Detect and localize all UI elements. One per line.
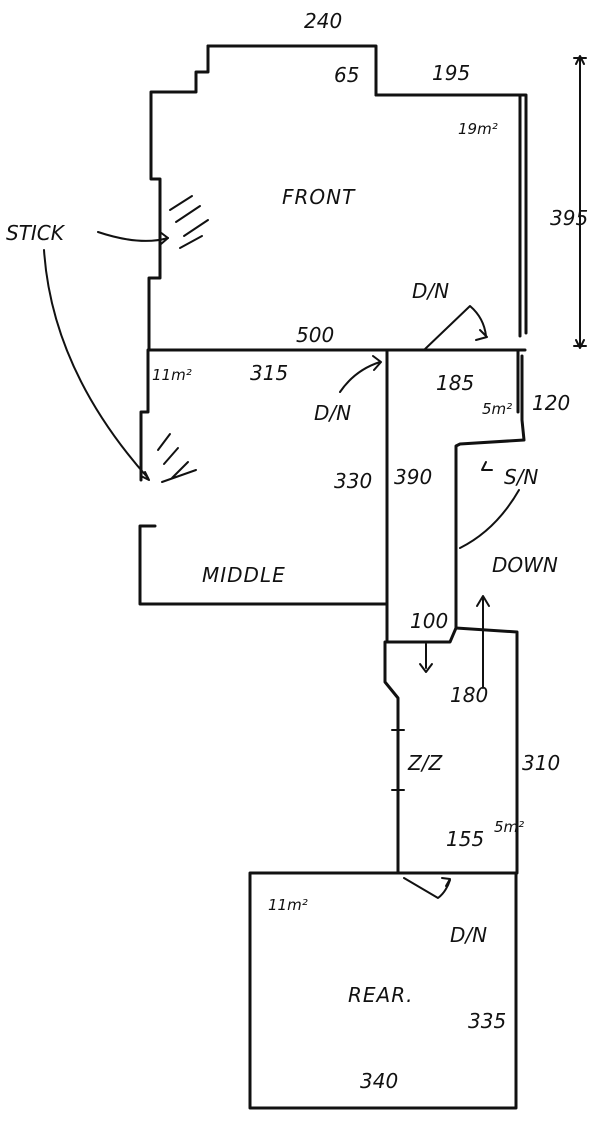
middle-window-hatch <box>157 433 197 483</box>
room-label-front: FRONT <box>282 185 356 209</box>
stick-arrow-1 <box>97 231 169 245</box>
label-door-middle: D/N <box>314 401 351 425</box>
dim-hall-185: 185 <box>436 371 474 395</box>
dim-width-500: 500 <box>296 323 334 347</box>
hall-walls <box>383 348 526 875</box>
middle-room-walls <box>138 348 389 644</box>
sn-arrow <box>459 461 520 549</box>
down-arrow-up <box>476 595 490 689</box>
label-door-rear: D/N <box>450 923 487 947</box>
dim-middle-315: 315 <box>250 361 288 385</box>
dim-top-195: 195 <box>432 61 470 85</box>
dimension-395-line <box>573 55 587 349</box>
dim-top-240: 240 <box>304 9 342 33</box>
label-door-front: D/N <box>412 279 449 303</box>
front-room-walls <box>147 44 528 352</box>
dim-hall-120: 120 <box>532 391 570 415</box>
door-swing-middle <box>339 355 382 393</box>
door-swing-front <box>423 305 488 351</box>
dim-height-395: 395 <box>550 206 588 230</box>
dim-hall-390: 390 <box>394 465 432 489</box>
door-swing-rear <box>403 877 451 899</box>
dim-rear-310: 310 <box>522 751 560 775</box>
label-zz: Z/Z <box>407 751 443 775</box>
room-label-middle: MIDDLE <box>202 563 286 587</box>
label-stick: STICK <box>6 221 66 245</box>
dim-rear-155: 155 <box>446 827 484 851</box>
zz-ticks <box>391 729 405 791</box>
front-window-hatch <box>169 195 209 249</box>
area-middle: 11m² <box>152 366 192 384</box>
dim-middle-330: 330 <box>334 469 372 493</box>
area-hall: 5m² <box>482 400 512 418</box>
room-label-rear: REAR. <box>348 983 413 1007</box>
area-front: 19m² <box>458 120 498 138</box>
label-door-sn: S/N <box>504 465 538 489</box>
area-rear: 11m² <box>268 896 308 914</box>
label-down: DOWN <box>492 553 558 577</box>
dim-stair-180: 180 <box>450 683 488 707</box>
stick-arrow-2 <box>43 249 150 481</box>
dim-rear-335: 335 <box>468 1009 506 1033</box>
dim-rear-340: 340 <box>360 1069 398 1093</box>
area-rear-hall: 5m² <box>494 818 524 836</box>
rear-room-walls <box>248 871 518 1110</box>
step-arrow-down <box>419 643 433 673</box>
dim-notch-65: 65 <box>334 63 359 87</box>
dim-step-100: 100 <box>410 609 448 633</box>
